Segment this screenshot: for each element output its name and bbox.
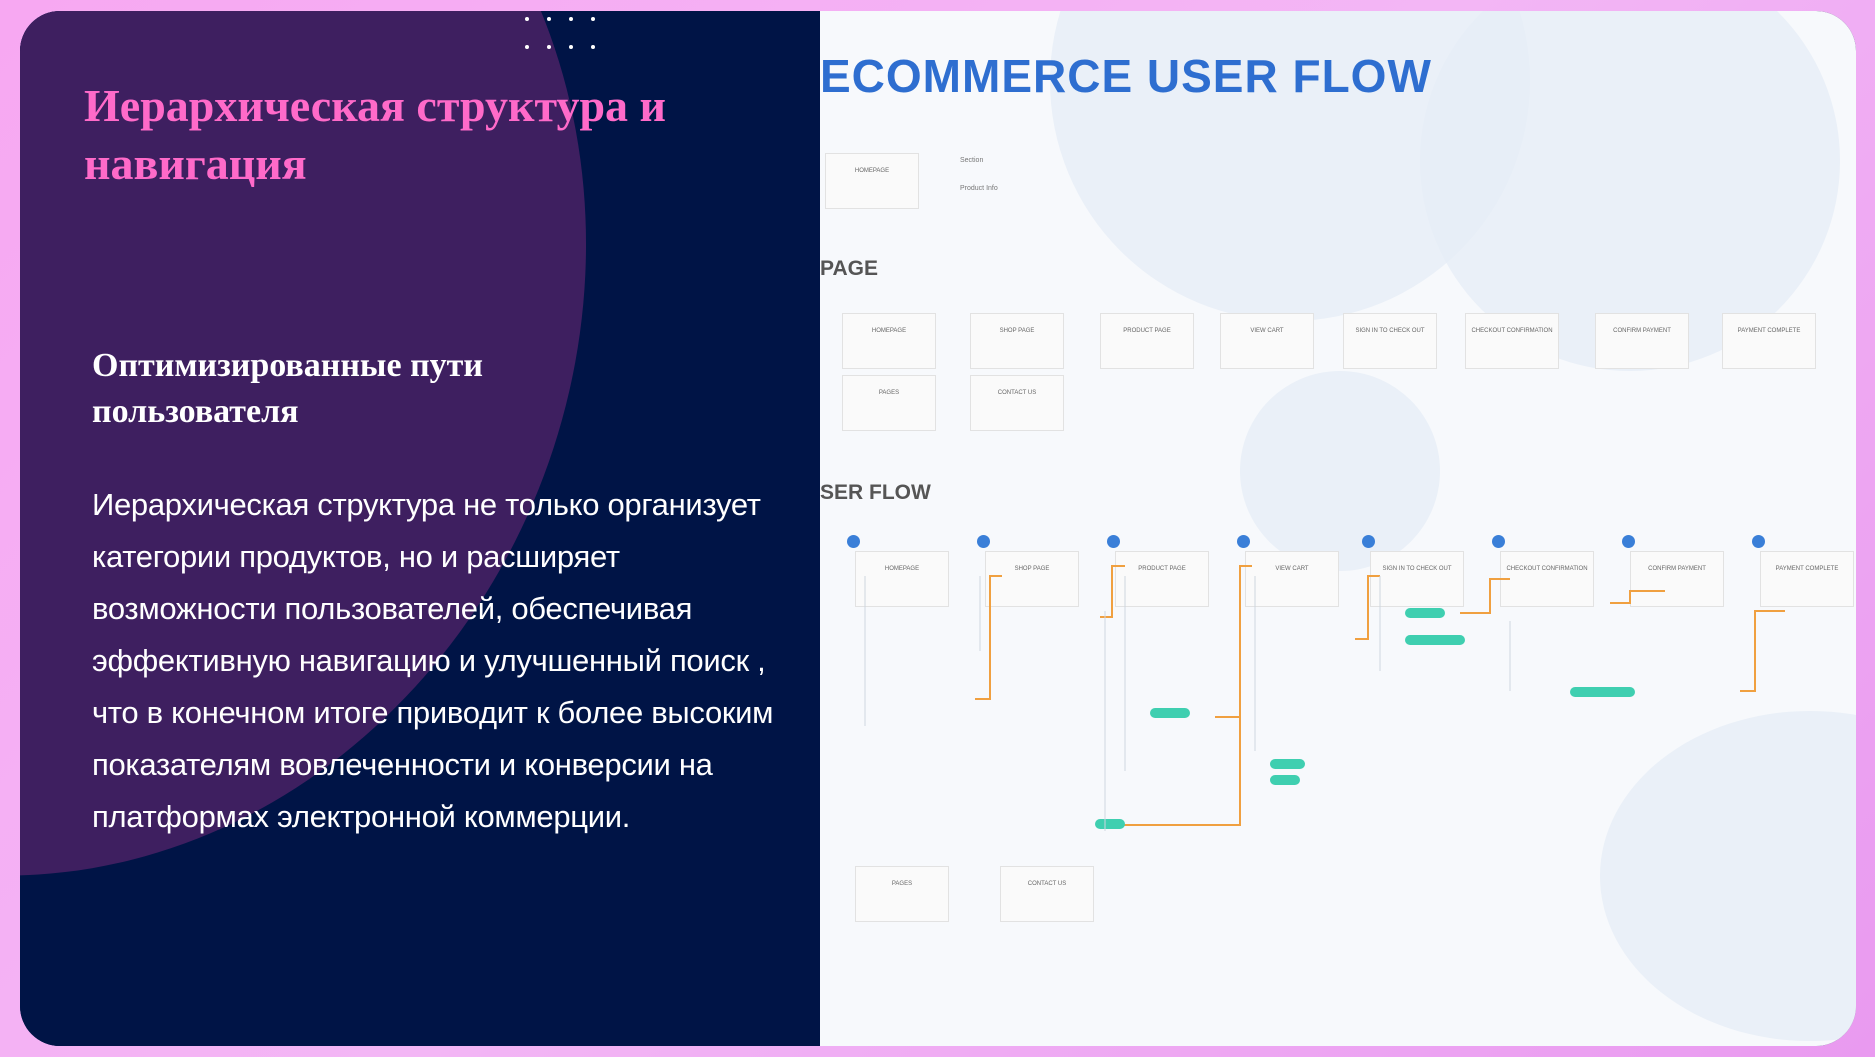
flow-step-box: VIEW CART (1245, 551, 1339, 607)
slide-body: Иерархическая структура не только органи… (92, 487, 774, 834)
flow-step-box: CONTACT US (1000, 866, 1094, 922)
page-box: CONFIRM PAYMENT (1595, 313, 1689, 369)
flow-connectors (864, 565, 1785, 831)
flow-step-box: CHECKOUT CONFIRMATION (1500, 551, 1594, 607)
user-flow-image: ECOMMERCE USER FLOW HOMEPAGE Section Pro… (820, 11, 1856, 1046)
page-box: PAGES (842, 375, 936, 431)
page-box: PRODUCT PAGE (1100, 313, 1194, 369)
flow-step-box: PRODUCT PAGE (1115, 551, 1209, 607)
flow-step-box: SIGN IN TO CHECK OUT (1370, 551, 1464, 607)
legend-product: Product Info (960, 185, 998, 192)
legend-box: HOMEPAGE (825, 153, 919, 209)
page-box: HOMEPAGE (842, 313, 936, 369)
step-number-badge (1362, 535, 1375, 548)
image-title: ECOMMERCE USER FLOW (820, 50, 1432, 102)
slide-title: Иерархическая структура и навигация (84, 80, 667, 189)
page-box: CHECKOUT CONFIRMATION (1465, 313, 1559, 369)
slide-card: Иерархическая структура и навигация Опти… (20, 11, 1856, 1046)
flow-step-box: HOMEPAGE (855, 551, 949, 607)
flow-step-box: CONFIRM PAYMENT (1630, 551, 1724, 607)
section-page: PAGE (820, 257, 878, 280)
page-box: SIGN IN TO CHECK OUT (1343, 313, 1437, 369)
text-panel: Иерархическая структура и навигация Опти… (20, 11, 820, 1046)
section-flow: SER FLOW (820, 481, 931, 504)
step-number-badge (1622, 535, 1635, 548)
page-box: VIEW CART (1220, 313, 1314, 369)
flow-step-box: SHOP PAGE (985, 551, 1079, 607)
dots-decoration (525, 17, 613, 49)
step-number-badge (1752, 535, 1765, 548)
flow-step-box: PAYMENT COMPLETE (1760, 551, 1854, 607)
step-number-badge (977, 535, 990, 548)
step-number-badge (1107, 535, 1120, 548)
step-number-badge (1237, 535, 1250, 548)
step-number-badge (847, 535, 860, 548)
slide-subtitle: Оптимизированные пути пользователя (92, 347, 483, 430)
legend-section: Section (960, 157, 984, 164)
step-number-badge (1492, 535, 1505, 548)
page-box: SHOP PAGE (970, 313, 1064, 369)
page-box: CONTACT US (970, 375, 1064, 431)
page-box: PAYMENT COMPLETE (1722, 313, 1816, 369)
flow-step-box: PAGES (855, 866, 949, 922)
